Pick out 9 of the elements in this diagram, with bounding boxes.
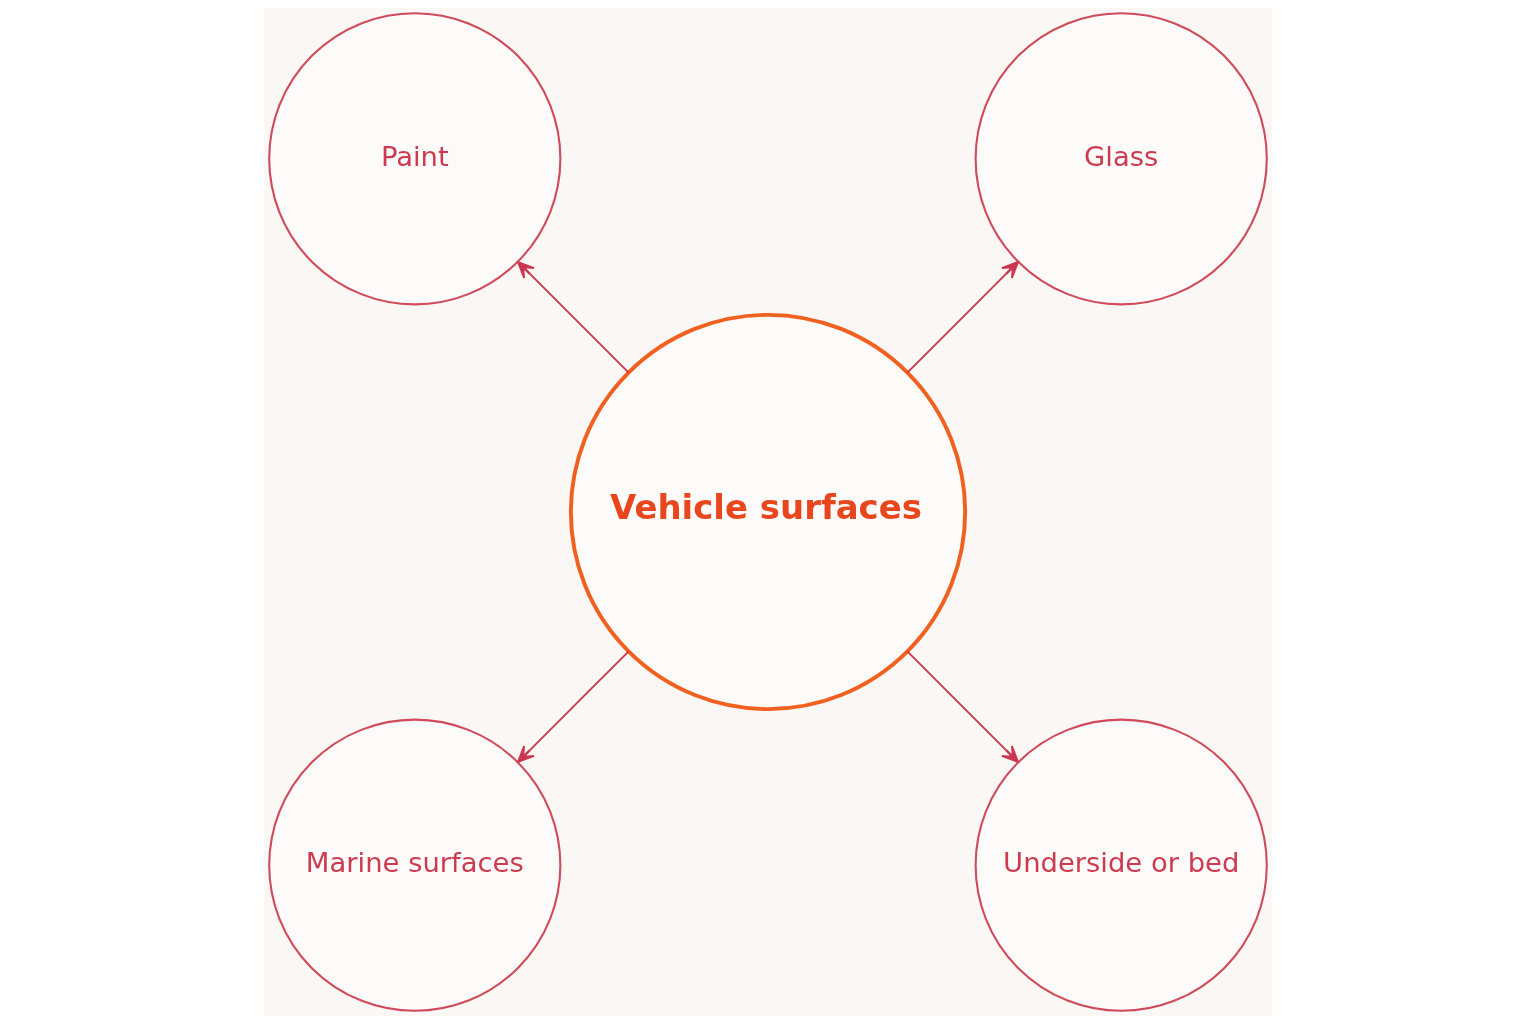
- arrow: [517, 261, 630, 374]
- node-circle: Paint: [268, 12, 562, 306]
- arrow: [906, 650, 1019, 763]
- node-circle: Underside or bed: [974, 718, 1268, 1012]
- node-circle: Glass: [974, 12, 1268, 306]
- node-circle: Vehicle surfaces: [568, 312, 968, 712]
- node-circle: Marine surfaces: [268, 718, 562, 1012]
- arrow: [517, 650, 630, 763]
- arrow: [906, 261, 1019, 374]
